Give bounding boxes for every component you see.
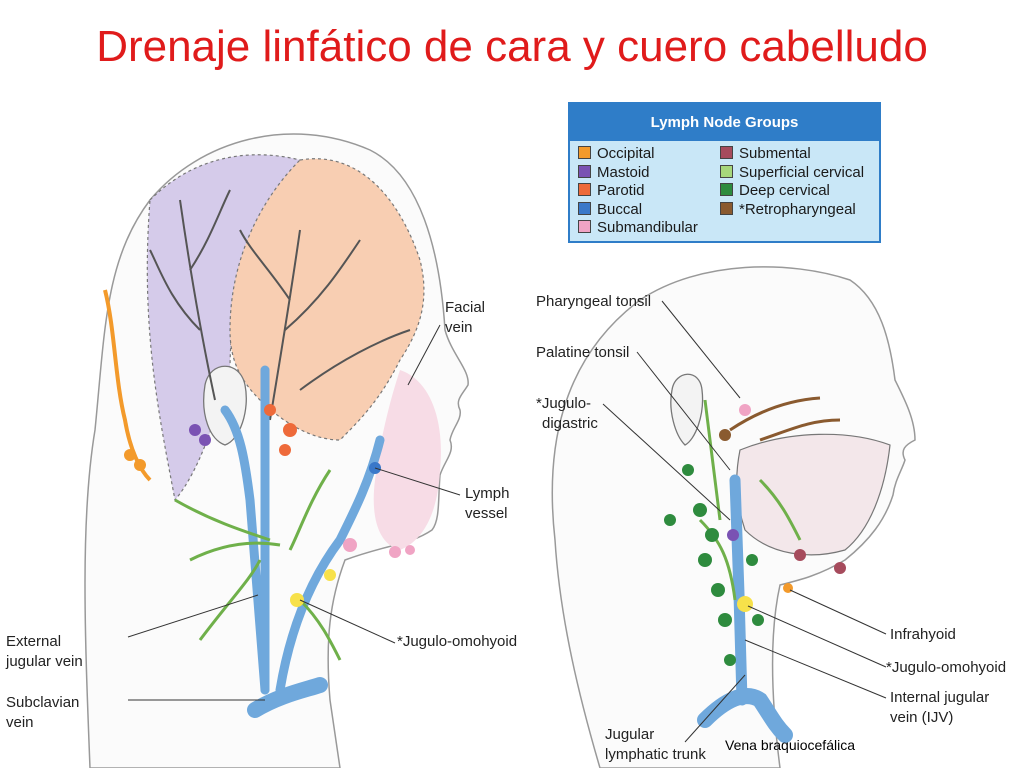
label-jugular-lymphatic-trunk: Jugular lymphatic trunk: [605, 725, 706, 765]
page-title: Drenaje linfático de cara y cuero cabell…: [96, 22, 928, 71]
leader-lines-right: [602, 300, 887, 743]
legend-item-mastoid: Mastoid: [578, 164, 698, 183]
lymph-vessels-right: [698, 399, 802, 601]
scalp-vessels: [149, 189, 411, 421]
label-subclavian-vein: Subclavian vein: [6, 693, 79, 733]
legend-item-occipital: Occipital: [578, 145, 698, 164]
legend-item-submental: Submental: [720, 145, 864, 164]
label-jugular-trunk-line2: lymphatic trunk: [605, 746, 706, 763]
label-external-jugular-line1: External: [6, 633, 62, 650]
legend-item-deepcervical: Deep cervical: [720, 182, 864, 201]
legend-label: Superficial cervical: [739, 163, 865, 181]
legend-label: Deep cervical: [739, 182, 830, 199]
legend-item-parotid: Parotid: [578, 182, 698, 201]
right-head-illustration: [551, 266, 916, 768]
label-jugulodigastric: *Jugulo- digastric: [536, 394, 598, 434]
label-lymph-vessel-line2: vessel: [465, 505, 508, 522]
legend-label: Submandibular: [597, 219, 698, 236]
legend-title: Lymph Node Groups: [570, 104, 879, 141]
brachiocephalic-vein: [697, 688, 793, 743]
ijv-right: [729, 474, 748, 706]
face-submandibular-region: [373, 370, 441, 550]
legend-label: Parotid: [597, 182, 645, 199]
label-jugulodigastric-line1: *Jugulo-: [536, 395, 592, 412]
label-jugulo-omohyoid-right: *Jugulo-omohyoid: [886, 659, 1007, 676]
left-head-illustration: [84, 133, 469, 768]
label-infrahyoid: Infrahyoid: [890, 626, 956, 643]
label-external-jugular-vein: External jugular vein: [6, 632, 83, 672]
label-pharyngeal-tonsil: Pharyngeal tonsil: [536, 293, 652, 310]
label-facial-vein: Facial vein: [445, 298, 485, 338]
legend-swatch: [578, 164, 591, 178]
legend-item-superficialcervical: Superficial cervical: [720, 164, 864, 183]
legend-item-submandibular: Submandibular: [578, 219, 698, 238]
legend-swatch: [578, 220, 591, 233]
legend-label: Mastoid: [597, 163, 650, 181]
label-jugulo-omohyoid-left: *Jugulo-omohyoid: [397, 633, 518, 650]
legend-swatch: [578, 183, 591, 196]
legend-swatch: [720, 146, 733, 159]
label-lymph-vessel: Lymph vessel: [465, 484, 509, 524]
legend-swatch: [720, 164, 733, 178]
legend-label: Submental: [739, 145, 811, 162]
label-jugulodigastric-line2: digastric: [542, 415, 598, 432]
vein-network-left: [220, 365, 385, 695]
caption-vena-braquiocefalica: Vena braquiocefálica: [725, 737, 855, 753]
legend-label: *Retropharyngeal: [739, 200, 856, 218]
legend-swatch: [578, 146, 591, 159]
label-facial-vein-line2: vein: [445, 319, 473, 336]
ear-right: [670, 373, 704, 446]
label-internal-jugular-vein: Internal jugular vein (IJV): [890, 688, 989, 728]
legend-swatch: [720, 183, 733, 196]
lymph-vessels-left: [174, 469, 342, 661]
retropharyngeal-vessels: [729, 396, 841, 442]
legend-label: Buccal: [597, 200, 643, 218]
legend-item-retropharyngeal: *Retropharyngeal: [720, 201, 864, 220]
lymph-nodes-left: [124, 404, 415, 607]
legend-label: Occipital: [597, 145, 655, 162]
legend-swatch: [578, 201, 591, 215]
label-internal-jugular-line1: Internal jugular: [890, 689, 990, 706]
legend-item-buccal: Buccal: [578, 201, 698, 220]
subclavian-vein-left: [247, 677, 328, 718]
legend-swatch: [720, 201, 733, 215]
label-internal-jugular-line2: vein (IJV): [890, 709, 954, 726]
label-jugular-trunk-line1: Jugular: [605, 726, 655, 743]
deep-cervical-nodes: [664, 464, 764, 666]
label-palatine-tonsil: Palatine tonsil: [536, 344, 630, 361]
leader-lines-left: [127, 324, 461, 701]
label-subclavian-line1: Subclavian: [6, 694, 80, 711]
label-external-jugular-line2: jugular vein: [6, 653, 83, 670]
label-subclavian-line2: vein: [6, 714, 34, 731]
label-facial-vein-line1: Facial: [445, 299, 486, 316]
label-lymph-vessel-line1: Lymph: [465, 485, 510, 502]
